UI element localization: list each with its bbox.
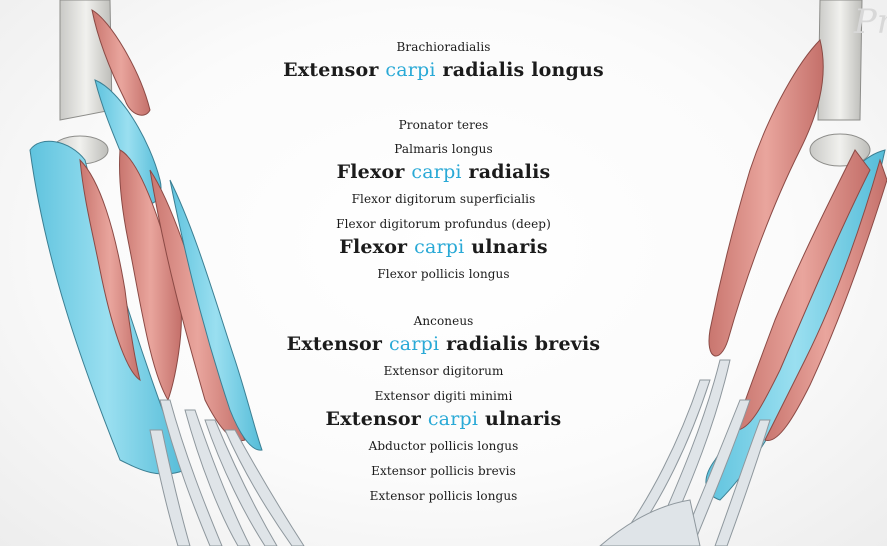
label-flexor-digitorum-profundus: Flexor digitorum profundus (deep) bbox=[336, 217, 551, 231]
label-highlight: carpi bbox=[388, 333, 440, 355]
label-brachioradialis: Brachioradialis bbox=[396, 40, 491, 54]
label-extensor-carpi-radialis-longus: Extensor carpi radialis longus bbox=[0, 59, 887, 81]
label-pre: Extensor bbox=[283, 59, 379, 81]
label-post: radialis bbox=[468, 161, 551, 183]
label-flexor-digitorum-superficialis: Flexor digitorum superficialis bbox=[351, 192, 536, 206]
label-palmaris-longus: Palmaris longus bbox=[394, 142, 493, 156]
label-pre: Extensor bbox=[286, 333, 383, 355]
label-highlight: carpi bbox=[385, 59, 436, 81]
label-highlight: carpi bbox=[411, 161, 462, 183]
right-forearm bbox=[599, 0, 887, 546]
label-highlight: carpi bbox=[414, 236, 465, 258]
left-forearm bbox=[29, 0, 305, 546]
label-post: ulnaris bbox=[484, 408, 562, 430]
label-abductor-pollicis-longus: Abductor pollicis longus bbox=[368, 439, 519, 453]
label-flexor-carpi-radialis: Flexor carpi radialis bbox=[0, 161, 887, 183]
label-flexor-pollicis-longus: Flexor pollicis longus bbox=[377, 267, 510, 281]
label-pre: Flexor bbox=[336, 161, 405, 183]
label-post: radialis brevis bbox=[446, 333, 601, 355]
label-extensor-carpi-radialis-brevis: Extensor carpi radialis brevis bbox=[0, 333, 887, 355]
label-highlight: carpi bbox=[427, 408, 479, 430]
label-extensor-carpi-ulnaris: Extensor carpi ulnaris bbox=[0, 408, 887, 430]
label-flexor-carpi-ulnaris: Flexor carpi ulnaris bbox=[0, 236, 887, 258]
label-post: ulnaris bbox=[471, 236, 548, 258]
label-extensor-pollicis-brevis: Extensor pollicis brevis bbox=[371, 464, 516, 478]
label-post: radialis longus bbox=[442, 59, 604, 81]
label-pre: Extensor bbox=[325, 408, 422, 430]
label-extensor-digiti-minimi: Extensor digiti minimi bbox=[374, 389, 513, 403]
label-pre: Flexor bbox=[339, 236, 408, 258]
label-pronator-teres: Pronator teres bbox=[398, 118, 489, 132]
label-extensor-pollicis-longus: Extensor pollicis longus bbox=[369, 489, 518, 503]
label-anconeus: Anconeus bbox=[413, 314, 474, 328]
label-extensor-digitorum: Extensor digitorum bbox=[383, 364, 504, 378]
watermark-text: Pr bbox=[853, 2, 887, 42]
